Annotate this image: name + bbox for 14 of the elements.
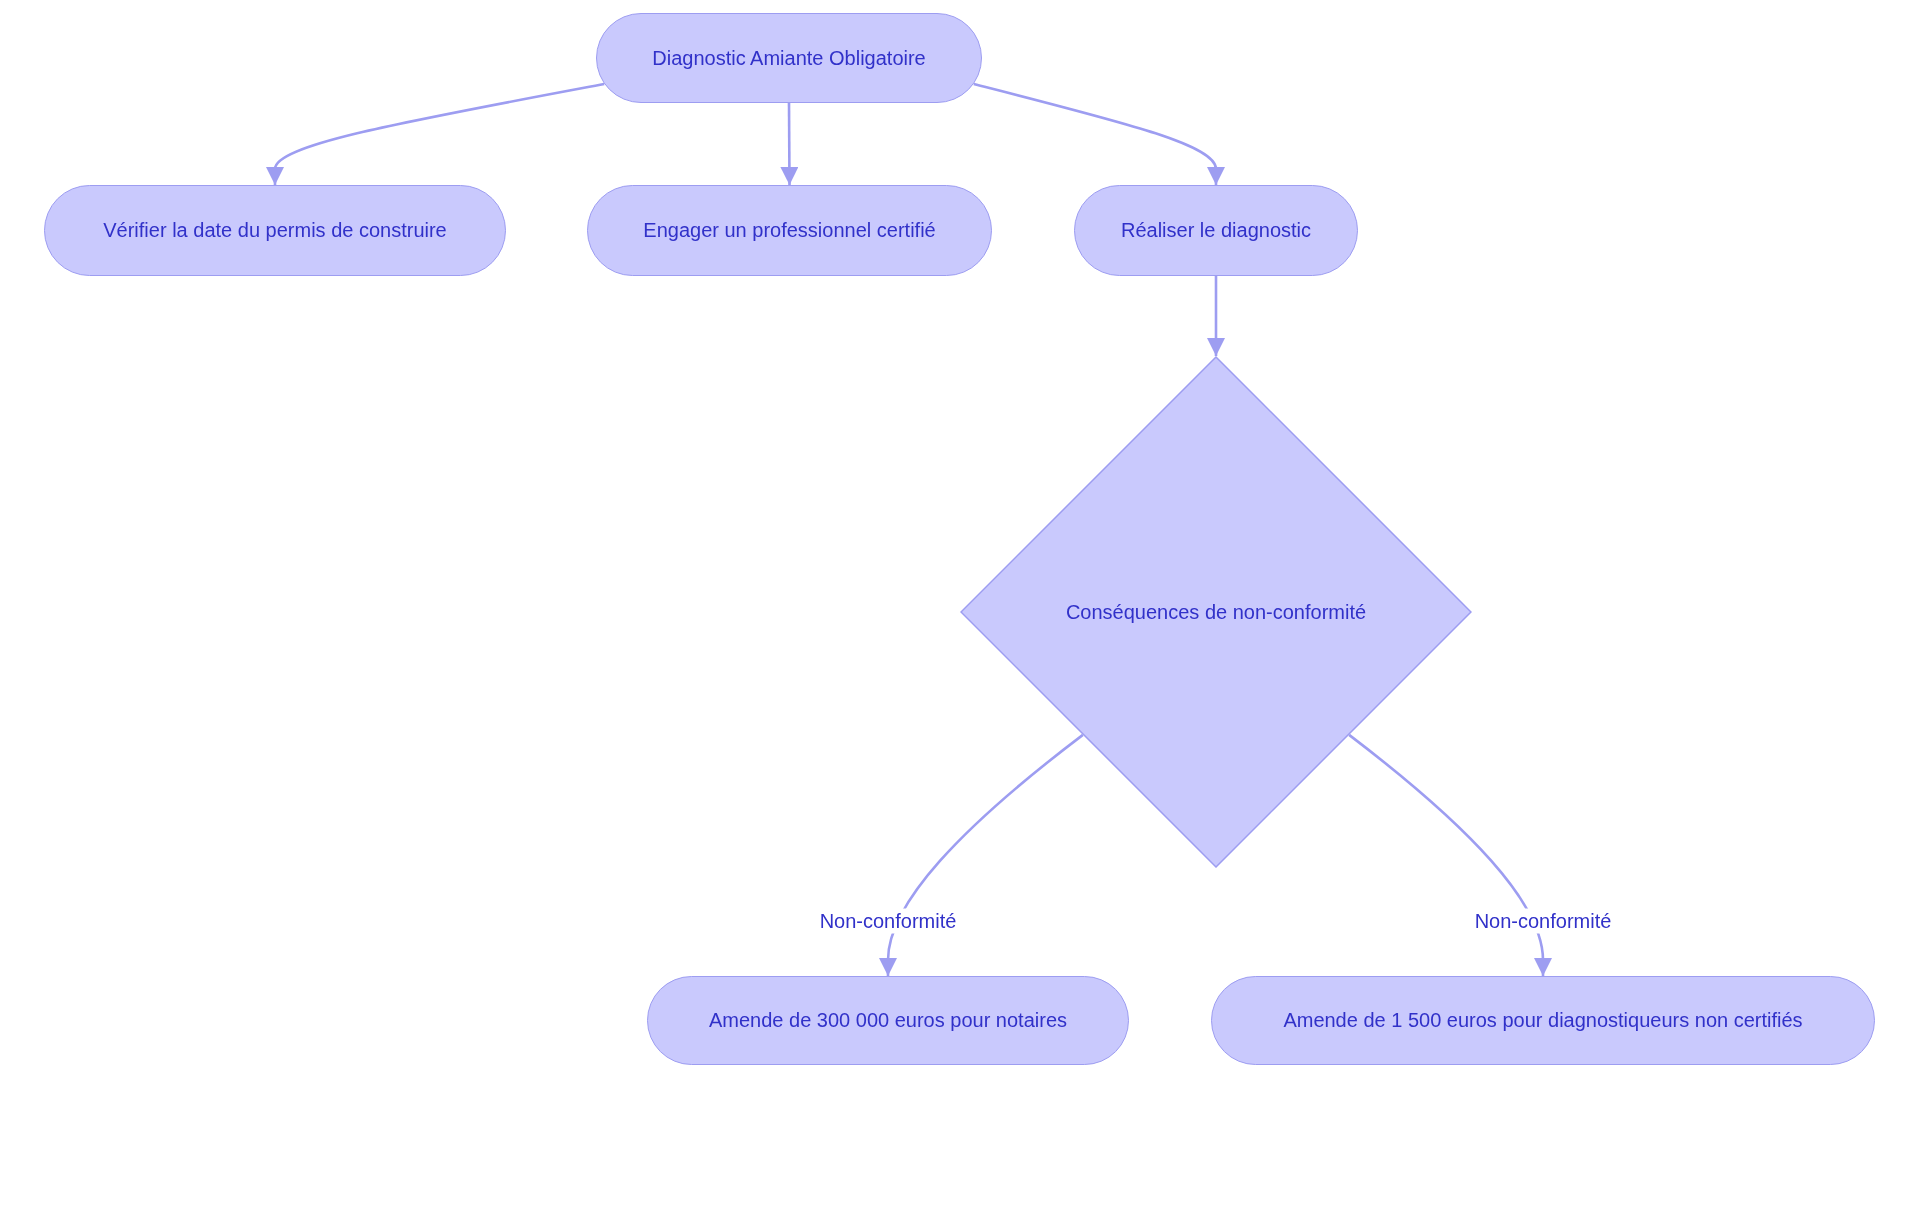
- decision-diamond: [960, 356, 1472, 868]
- node-text: Diagnostic Amiante Obligatoire: [652, 45, 926, 71]
- node-text: Vérifier la date du permis de construire: [103, 218, 447, 243]
- node-text: Engager un professionnel certifié: [643, 218, 936, 243]
- arrow: [879, 733, 1084, 976]
- node-text: Conséquences de non-conformité: [1065, 599, 1367, 625]
- arrow: [266, 82, 605, 185]
- arrow: [1348, 733, 1552, 976]
- arrow: [973, 82, 1225, 185]
- node-text: Réaliser le diagnostic: [1120, 218, 1312, 243]
- node-text: Amende de 300 000 euros pour notaires: [709, 1008, 1067, 1033]
- node-text: Amende de 1 500 euros pour diagnostiqueurs non certifiés: [1283, 1008, 1803, 1033]
- arrow: [1207, 276, 1225, 356]
- arrow: [780, 103, 799, 185]
